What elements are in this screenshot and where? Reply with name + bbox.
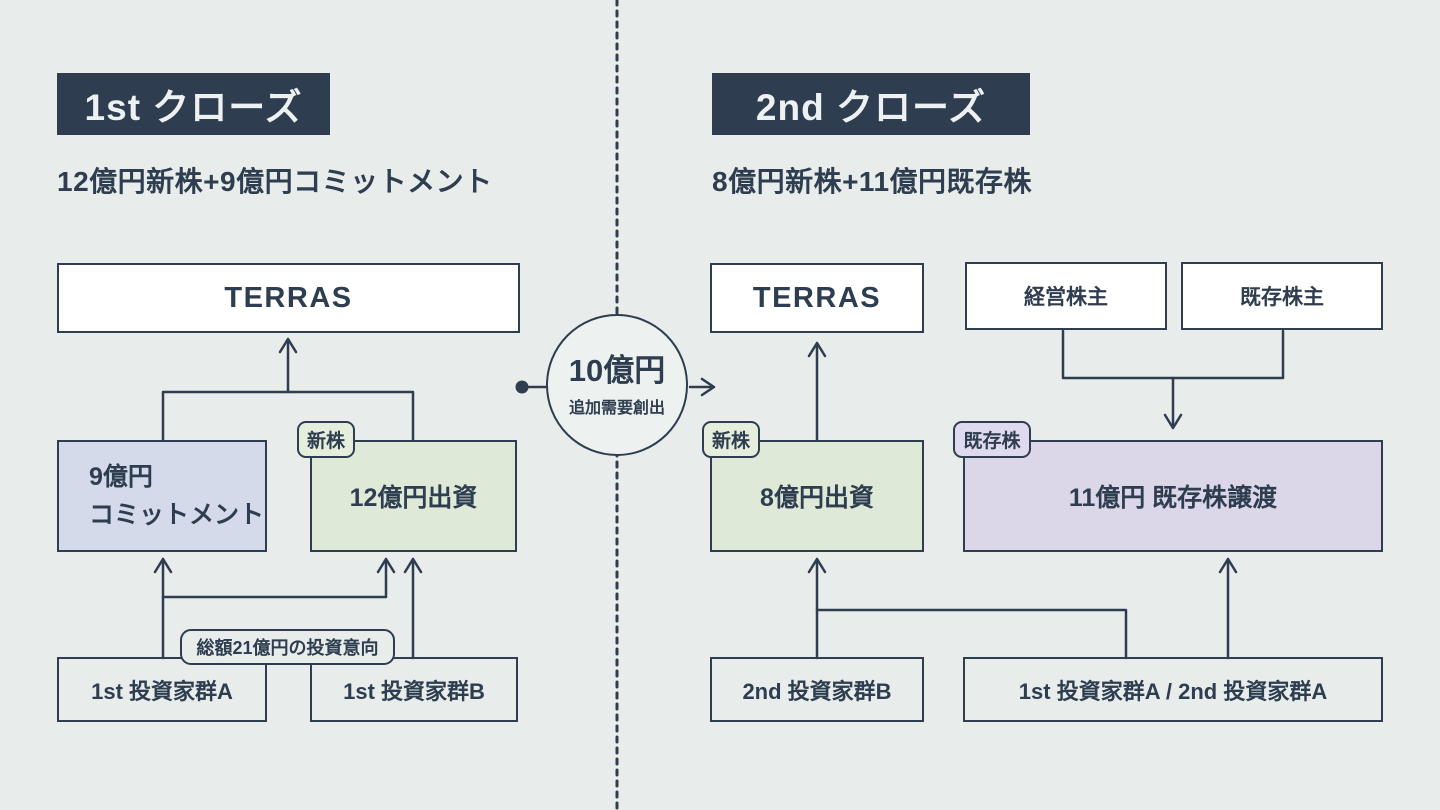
left-branch-connector (161, 559, 388, 599)
flow-arrow-head (700, 377, 716, 397)
arrow-transfer-down-head (1163, 413, 1183, 430)
arrow-investor-a-head (153, 557, 173, 574)
second-investor-group-b-box: 2nd 投資家群B (710, 657, 924, 722)
demand-caption: 追加需要創出 (568, 400, 665, 417)
right-branch-connector (815, 608, 1128, 660)
investment-12-box: 12億円出資 (310, 440, 517, 552)
terras-box-left: TERRAS (57, 263, 520, 333)
additional-demand-circle: 10億円 追加需要創出 (546, 314, 688, 456)
management-shareholders-box: 経営株主 (965, 262, 1167, 330)
investor-group-b-box: 1st 投資家群B (310, 657, 518, 722)
investor-group-a-box: 1st 投資家群A (57, 657, 267, 722)
commitment-box: 9億円 コミットメント (57, 440, 267, 552)
arrow-investor-b-head (403, 557, 423, 574)
demand-amount: 10億円 (568, 353, 666, 388)
arrow-investor-a2-head (1218, 557, 1238, 574)
first-close-subtitle: 12億円新株+9億円コミットメント (57, 166, 493, 197)
arrow-investor-b2-head (807, 557, 827, 574)
investment-8-box: 8億円出資 (710, 440, 924, 552)
terras-box-right: TERRAS (710, 263, 924, 333)
second-close-badge: 2nd クローズ (712, 73, 1030, 135)
left-top-connector (161, 390, 415, 443)
existing-shares-tag: 既存株 (953, 421, 1031, 458)
shareholders-connector (1061, 329, 1285, 380)
arrow-to-terras-left-head (278, 337, 298, 354)
flow-start-dot (515, 380, 529, 394)
transfer-11-box: 11億円 既存株譲渡 (963, 440, 1383, 552)
new-shares-tag-left: 新株 (297, 421, 355, 458)
arrow-to-terras-right-head (807, 341, 827, 358)
new-shares-tag-right: 新株 (702, 421, 760, 458)
arrow-branch-head (376, 557, 396, 574)
second-close-subtitle: 8億円新株+11億円既存株 (712, 166, 1033, 197)
total-intent-label: 総額21億円の投資意向 (180, 629, 395, 665)
first-close-badge: 1st クローズ (57, 73, 330, 135)
commitment-box-label: 9億円 コミットメント (89, 463, 265, 529)
existing-shareholders-box: 既存株主 (1181, 262, 1383, 330)
combined-investor-group-box: 1st 投資家群A / 2nd 投資家群A (963, 657, 1383, 722)
